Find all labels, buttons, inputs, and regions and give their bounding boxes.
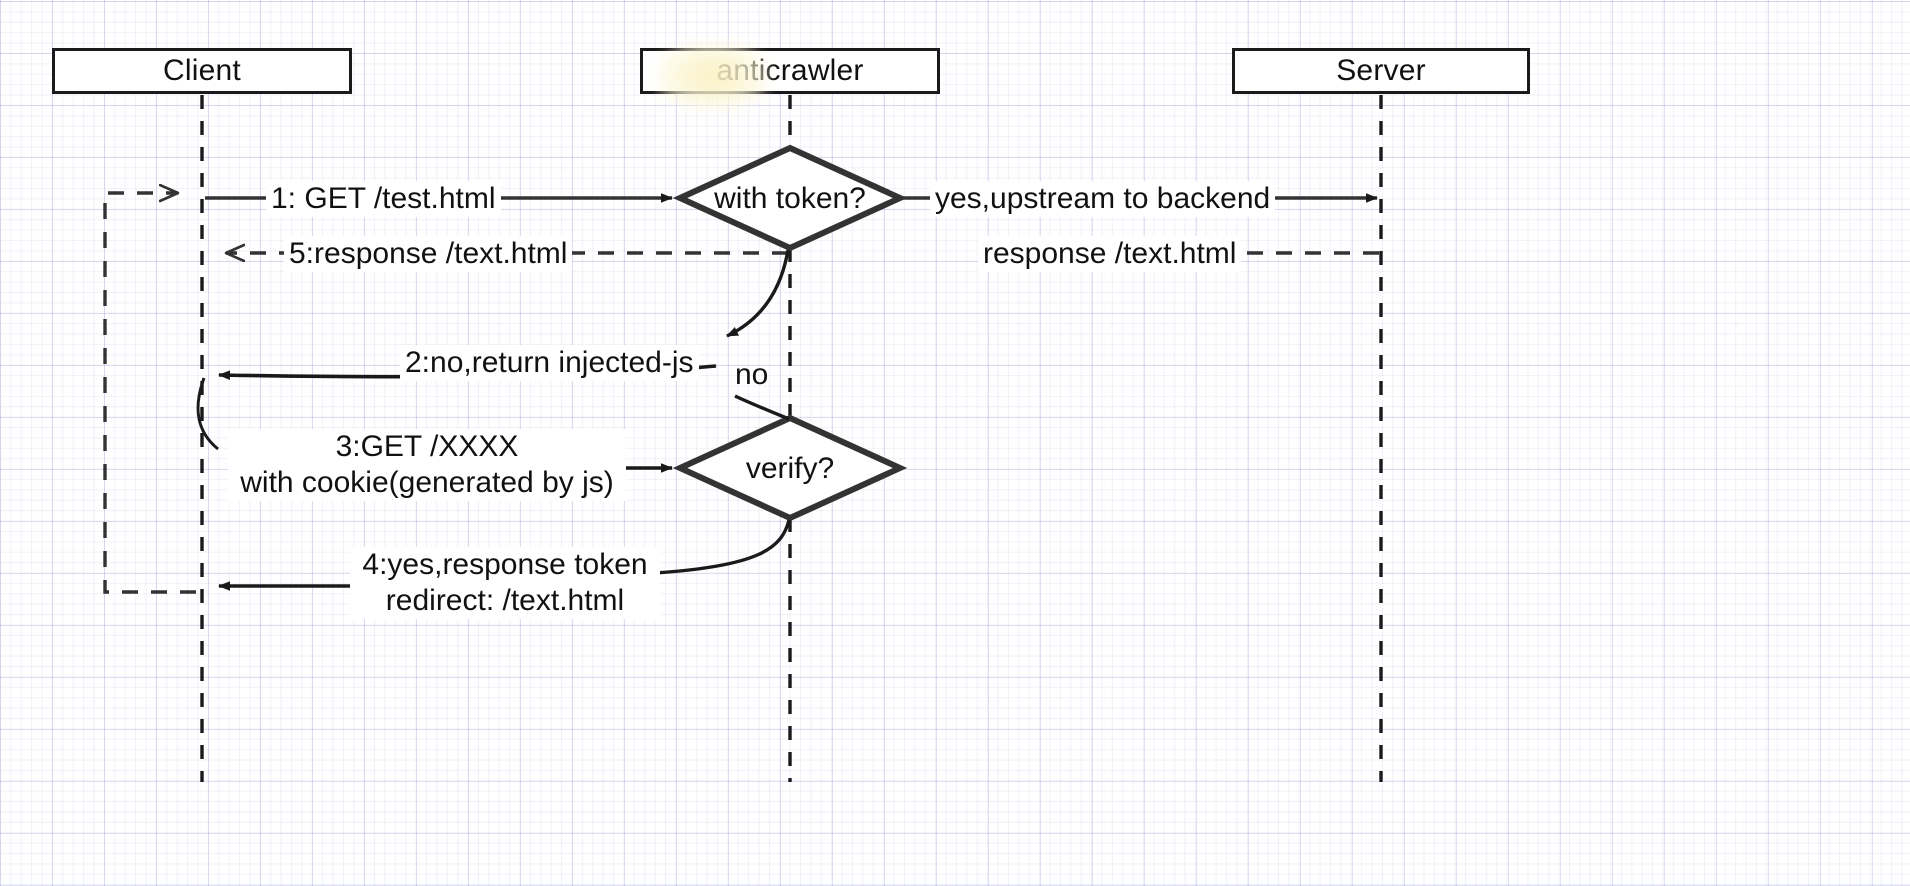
no-branch-curve (726, 249, 790, 338)
message-label-3-line1: 3:GET /XXXX (335, 430, 519, 463)
message-label-yes-upstream: yes,upstream to backend (930, 181, 1276, 217)
message-label-response-server: response /text.html (978, 236, 1242, 272)
message-label-1: 1: GET /test.html (266, 181, 501, 217)
message-label-4: 4:yes,response token redirect: /text.htm… (350, 547, 660, 619)
message-label-3: 3:GET /XXXX with cookie(generated by js) (228, 429, 626, 501)
participant-box-anticrawler[interactable]: anticrawler (640, 48, 940, 94)
branch-label-no: no (735, 358, 769, 391)
message-label-4-line2: redirect: /text.html (385, 584, 625, 617)
participant-label-anticrawler: anticrawler (716, 54, 864, 87)
message-label-5: 5:response /text.html (284, 236, 573, 272)
no-branch-to-verify (734, 394, 790, 421)
decision-label-with-token: with token? (714, 182, 866, 215)
lifelines (200, 95, 1383, 782)
message-label-2: 2:no,return injected-js (400, 345, 699, 381)
client-loopback-path (103, 193, 196, 594)
decision-with-token-shape (672, 144, 908, 252)
message-label-4-line1: 4:yes,response token (362, 548, 648, 581)
participant-box-server[interactable]: Server (1232, 48, 1530, 94)
participant-box-client[interactable]: Client (52, 48, 352, 94)
participant-label-server: Server (1336, 54, 1426, 87)
decision-shapes (672, 144, 908, 522)
message-label-3-line2: with cookie(generated by js) (240, 466, 614, 499)
decision-verify-shape (672, 414, 908, 522)
decision-label-verify: verify? (745, 452, 835, 485)
participant-label-client: Client (163, 54, 241, 87)
